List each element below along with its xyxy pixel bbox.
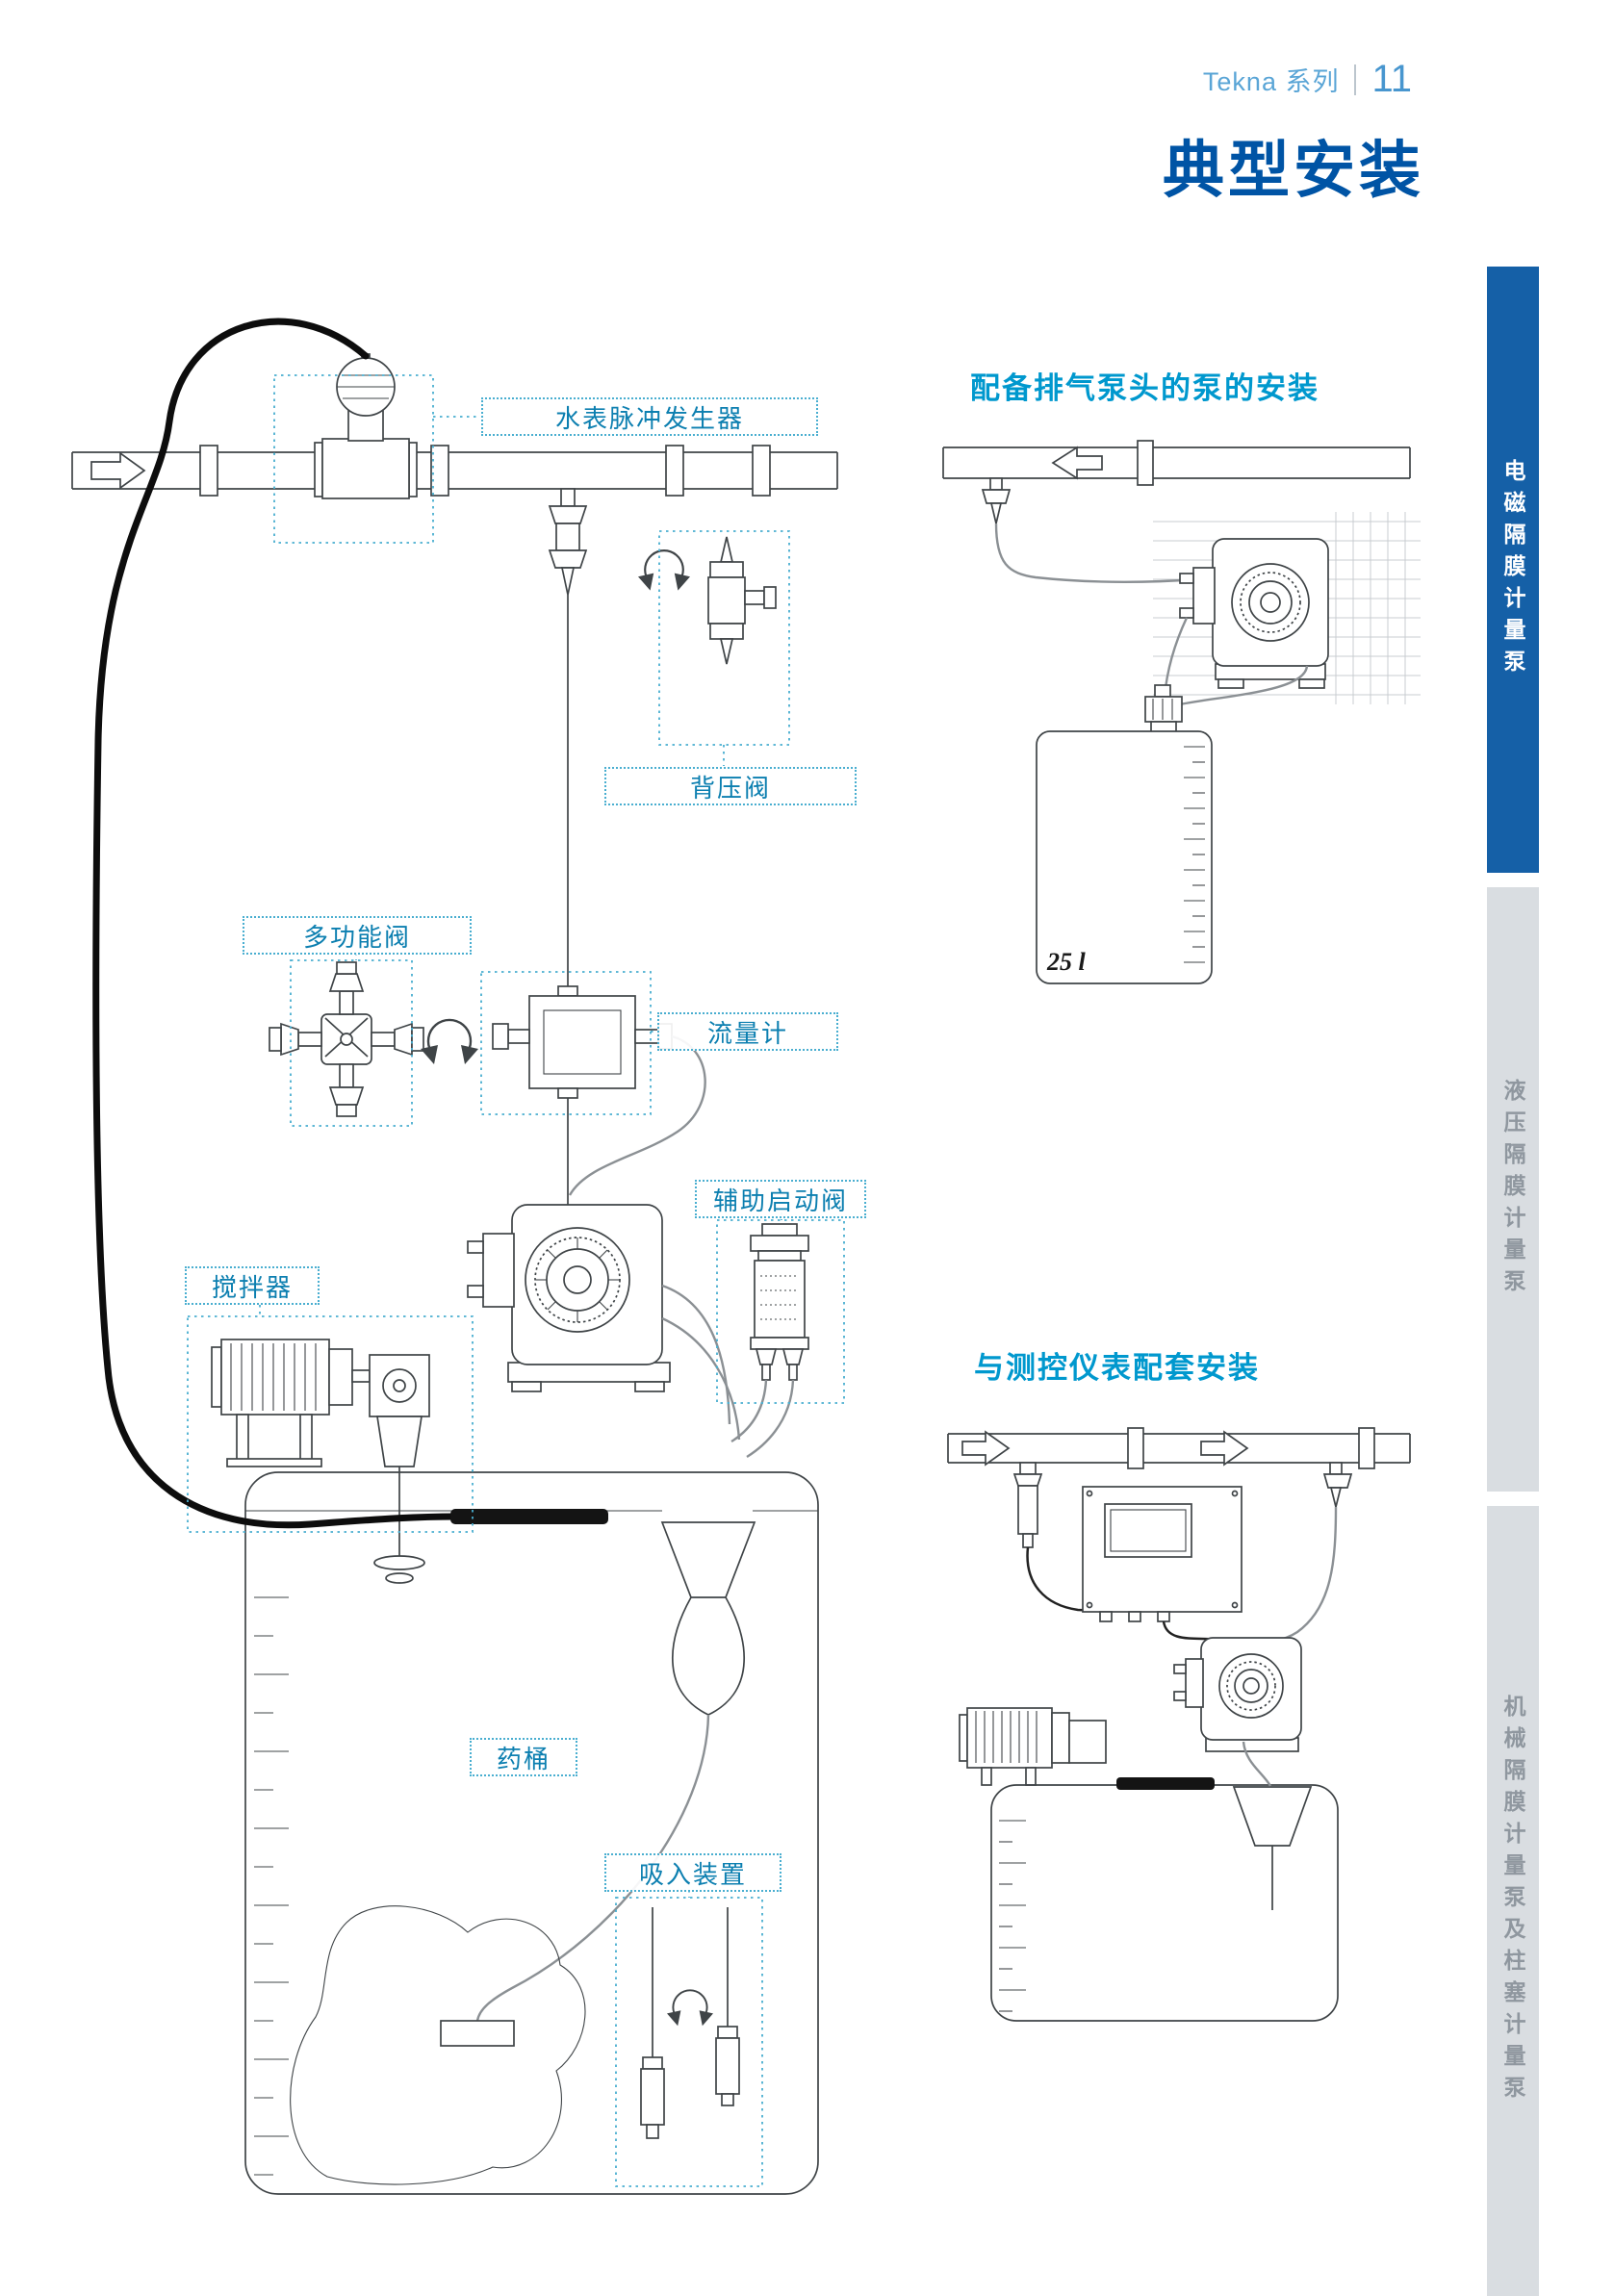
pump-tube	[661, 1316, 741, 1441]
main-installation-diagram	[71, 318, 845, 2195]
discharge-tube	[994, 523, 1198, 583]
tab-mechanical-and-plunger-pumps[interactable]: 机械隔膜计量泵及柱塞计量泵	[1487, 1506, 1539, 2296]
callout-frames	[187, 374, 845, 2187]
pump-tube	[661, 1284, 731, 1425]
series-name: Tekna 系列	[1202, 67, 1340, 96]
flow-direction-arrow	[1051, 446, 1103, 480]
multifunction-valve-drawing	[269, 961, 424, 1117]
supply-pipe	[942, 440, 1411, 486]
metering-pump-drawing	[1179, 538, 1329, 689]
can-volume-label: 25 l	[1046, 948, 1087, 976]
metering-pump-drawing	[467, 1204, 671, 1392]
label-multifunction-valve: 多功能阀	[243, 916, 472, 955]
rotate-arrow-icon	[666, 1989, 714, 2028]
controller-drawing	[1082, 1486, 1243, 1622]
suction-device-drawing	[640, 1907, 740, 2139]
label-suction-device: 吸入装置	[604, 1853, 781, 1892]
control-instrument-installation-diagram	[947, 1427, 1411, 2022]
label-chemical-tank: 药桶	[470, 1738, 577, 1776]
label-back-pressure-valve: 背压阀	[604, 767, 857, 805]
jerrycan-drawing: 25 l	[1036, 684, 1213, 984]
label-water-meter-pulse-generator: 水表脉冲发生器	[481, 397, 818, 436]
degassing-head-installation-diagram: 25 l	[942, 440, 1421, 984]
injection-fitting-drawing	[548, 488, 588, 596]
tab-label: 液压隔膜计量泵	[1500, 1078, 1525, 1301]
back-pressure-valve-drawing	[707, 536, 777, 665]
vent-tube	[1179, 665, 1309, 706]
label-agitator: 搅拌器	[185, 1266, 320, 1305]
rotate-arrow-icon	[419, 1018, 480, 1066]
flow-direction-arrow	[961, 1430, 1011, 1467]
tab-hydraulic-diaphragm-pumps[interactable]: 液压隔膜计量泵	[1487, 887, 1539, 1492]
chemical-tank-drawing	[244, 1471, 819, 2195]
tab-solenoid-diaphragm-pumps[interactable]: 电磁隔膜计量泵	[1487, 267, 1539, 873]
pump-mounting-bar	[450, 1509, 608, 1524]
section-title-control-instruments: 与测控仪表配套安装	[974, 1351, 1260, 1385]
injection-fitting-drawing	[1322, 1462, 1353, 1508]
injection-fitting-drawing	[981, 477, 1012, 524]
page-title: 典型安装	[1163, 136, 1424, 205]
rotate-arrow-icon	[636, 549, 692, 592]
header-divider	[1354, 64, 1357, 95]
tab-label: 电磁隔膜计量泵	[1500, 458, 1525, 681]
page-number: 11	[1371, 58, 1412, 100]
agitator-drawing	[959, 1707, 1107, 1786]
agitator-drawing	[211, 1339, 430, 1584]
metering-pump-drawing	[1173, 1637, 1302, 1752]
section-title-degassing-head: 配备排气泵头的泵的安装	[970, 371, 1319, 405]
label-flow-meter: 流量计	[657, 1012, 838, 1051]
water-meter-drawing	[314, 353, 418, 499]
label-auxiliary-priming-valve: 辅助启动阀	[695, 1180, 866, 1218]
flow-direction-arrow	[1200, 1430, 1249, 1467]
page-header: Tekna 系列 11	[1203, 58, 1412, 101]
pulse-cable	[92, 318, 460, 1529]
tab-label: 机械隔膜计量泵及柱塞计量泵	[1500, 1695, 1525, 2107]
auxiliary-priming-valve-drawing	[730, 1223, 809, 1459]
tank-graduations	[254, 1596, 289, 2176]
flow-direction-arrow	[90, 451, 146, 490]
tank-graduations	[999, 1820, 1026, 2012]
chemical-tank-drawing	[990, 1741, 1339, 2022]
can-graduations	[1184, 746, 1205, 963]
sensor-probe-drawing	[1012, 1462, 1043, 1548]
supply-pipe	[71, 445, 838, 497]
sensor-cable	[1026, 1546, 1102, 1613]
